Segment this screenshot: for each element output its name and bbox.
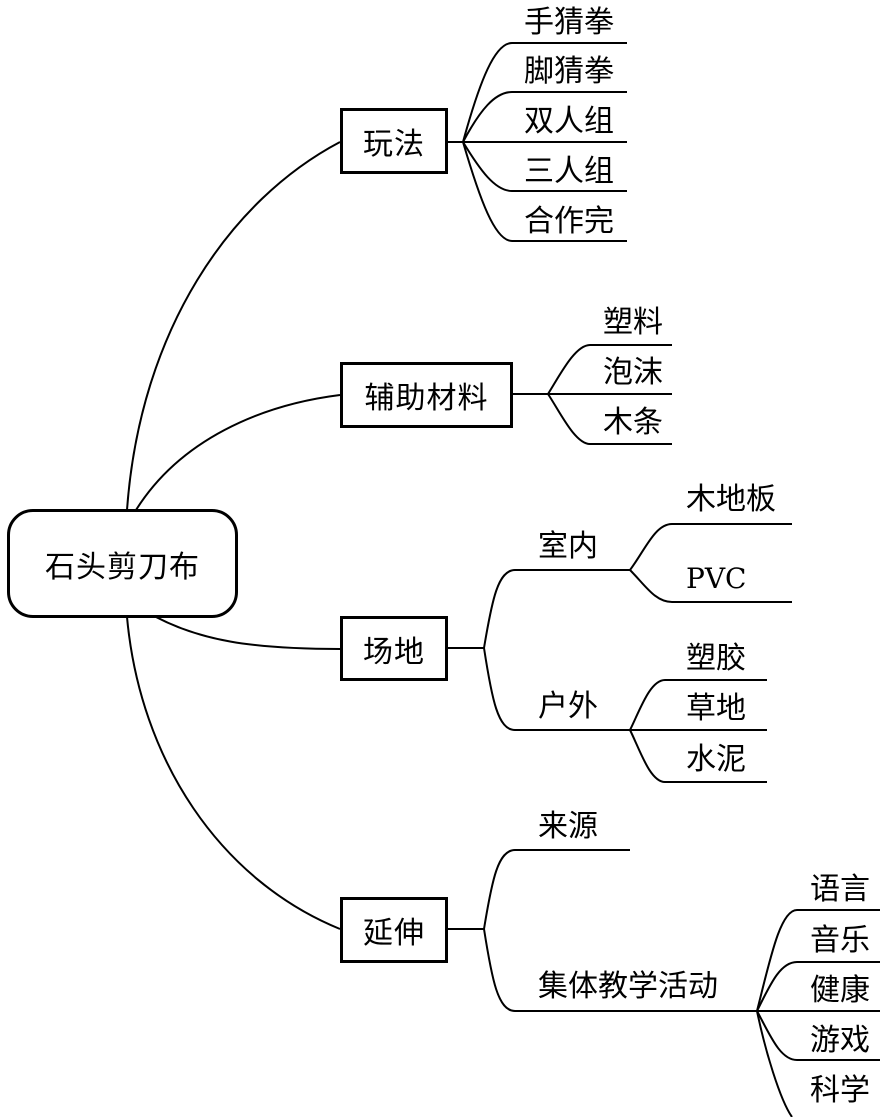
leaf-text: 手猜拳 xyxy=(524,5,614,40)
branch-node-changdi: 场地 xyxy=(340,616,448,681)
group-label: 集体教学活动 xyxy=(538,969,718,1004)
link-outdoor-2 xyxy=(629,729,767,783)
leaf-text: 合作完 xyxy=(524,204,614,239)
leaf-text: 脚猜拳 xyxy=(524,54,614,89)
branch-node-wanfa: 玩法 xyxy=(340,108,448,174)
leaf-text: 草地 xyxy=(686,691,746,726)
link-wanfa-1 xyxy=(462,91,627,143)
link-yanshen-source xyxy=(483,849,630,930)
branch-node-yanshen: 延伸 xyxy=(340,897,448,963)
link-fuzhu-2 xyxy=(547,393,672,445)
leaf-text: 健康 xyxy=(810,973,870,1008)
branch-node-fuzhu: 辅助材料 xyxy=(340,362,513,428)
group-label: 室内 xyxy=(538,529,598,564)
root-node: 石头剪刀布 xyxy=(7,509,238,618)
leaf-text: 木条 xyxy=(603,405,663,440)
leaf-text: 游戏 xyxy=(810,1023,870,1058)
link-wanfa-4 xyxy=(462,141,627,242)
leaf-text: 双人组 xyxy=(524,104,614,139)
group-label: 来源 xyxy=(538,809,598,844)
link-yanshen-activity xyxy=(483,928,757,1012)
link-changdi-outdoor xyxy=(483,647,630,731)
group-label: 户外 xyxy=(538,689,598,724)
link-indoor-0 xyxy=(629,523,792,571)
link-root-to-changdi xyxy=(155,616,341,650)
leaf-text: 音乐 xyxy=(810,923,870,958)
leaf-text: 水泥 xyxy=(686,742,746,777)
leaf-text: 泡沫 xyxy=(603,355,663,390)
leaf-text: 三人组 xyxy=(524,154,614,189)
link-activity-1 xyxy=(756,961,880,1012)
leaf-text: 塑胶 xyxy=(686,641,746,676)
link-wanfa-0 xyxy=(462,42,627,143)
link-root-to-fuzhu xyxy=(135,394,341,511)
branch-label: 延伸 xyxy=(363,916,425,951)
link-root-to-wanfa xyxy=(126,141,341,511)
leaf-text: 语言 xyxy=(810,872,870,907)
leaf-text: 科学 xyxy=(810,1073,870,1108)
root-label: 石头剪刀布 xyxy=(45,549,200,585)
branch-label: 辅助材料 xyxy=(364,381,489,416)
leaf-text: PVC xyxy=(686,562,747,595)
leaf-text: 木地板 xyxy=(686,482,776,517)
link-root-to-yanshen xyxy=(126,616,341,930)
link-wanfa-3 xyxy=(462,141,627,192)
link-outdoor-0 xyxy=(629,679,767,731)
link-changdi-indoor xyxy=(483,569,630,649)
leaf-text: 塑料 xyxy=(603,305,663,340)
link-indoor-1 xyxy=(629,569,792,603)
branch-label: 场地 xyxy=(363,634,425,670)
link-fuzhu-0 xyxy=(547,344,672,395)
branch-label: 玩法 xyxy=(363,127,425,162)
link-activity-3 xyxy=(756,1010,880,1061)
link-activity-0 xyxy=(756,909,880,1012)
link-activity-4 xyxy=(756,1010,793,1117)
